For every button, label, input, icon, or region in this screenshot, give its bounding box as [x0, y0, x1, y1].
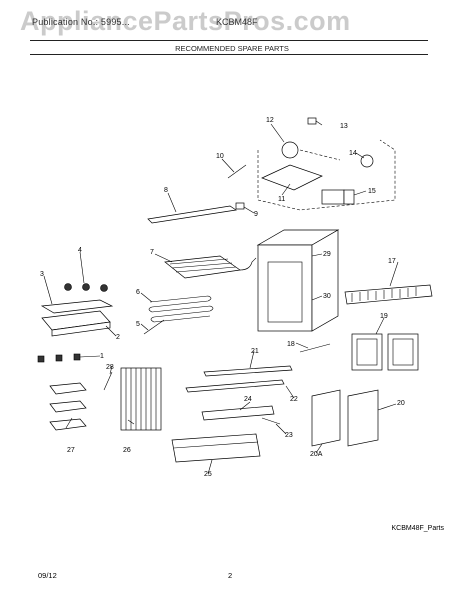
leader-lines [43, 120, 399, 475]
part-kickplate [171, 433, 261, 463]
part-rod [143, 319, 165, 335]
part-slat [103, 371, 113, 391]
callout-8: 8 [164, 187, 168, 194]
watermark: AppliancePartsPros.com [20, 6, 351, 36]
callout-29: 29 [323, 251, 331, 258]
subtitle-rule [30, 54, 428, 55]
page-subtitle: RECOMMENDED SPARE PARTS [175, 44, 289, 53]
callout-12: 12 [266, 117, 274, 124]
footer-date: 09/12 [38, 571, 57, 580]
part-condensing-base [261, 164, 323, 191]
callout-14: 14 [349, 150, 357, 157]
header-publication: Publication No.: 5995... [32, 17, 130, 27]
callout-13: 13 [340, 123, 348, 130]
part-drawer-rollers [64, 283, 108, 292]
callout-22: 22 [290, 396, 298, 403]
callout-19: 19 [380, 313, 388, 320]
part-grille [344, 284, 433, 305]
callout-21: 21 [251, 348, 259, 355]
part-leveling-legs [37, 353, 81, 363]
callout-11: 11 [278, 196, 285, 203]
callout-7: 7 [150, 249, 154, 256]
callout-5: 5 [136, 321, 140, 328]
part-control-box [321, 189, 355, 205]
refrigerant-line [257, 139, 396, 211]
callout-20a: 20A [310, 451, 323, 458]
callout-9: 9 [254, 211, 258, 218]
part-drawer-pan [41, 310, 111, 337]
callout-24: 24 [244, 396, 252, 403]
part-grid-panel [120, 367, 162, 431]
header-rule [30, 40, 428, 41]
callout-23: 23 [285, 432, 293, 439]
callout-4: 4 [78, 247, 82, 254]
part-cabinet-frame [256, 229, 340, 332]
part-door-gaskets [351, 333, 419, 371]
part-hinge-rod [299, 343, 331, 353]
header-model: KCBM48F [216, 17, 258, 27]
part-doors [311, 389, 379, 447]
callout-10: 10 [216, 153, 224, 160]
callout-15: 15 [368, 188, 376, 195]
part-front-rail [147, 205, 237, 224]
callout-17: 17 [388, 258, 396, 265]
callout-26: 26 [123, 447, 131, 454]
part-shelf-support [203, 365, 293, 377]
callout-18: 18 [287, 341, 295, 348]
part-shelf [201, 405, 275, 421]
part-compressor-relay [281, 117, 317, 159]
part-tube [227, 164, 247, 179]
part-heater-wire [148, 295, 214, 323]
part-hinge [235, 202, 245, 210]
callout-3: 3 [40, 271, 44, 278]
part-fan-motor [360, 154, 374, 168]
callout-27: 27 [67, 447, 75, 454]
part-drawer-tray [40, 299, 114, 314]
callout-25: 25 [204, 471, 212, 478]
footer-page-number: 2 [228, 571, 233, 580]
callout-2: 2 [116, 334, 120, 341]
callout-labels: 12 13 10 14 11 15 8 9 7 29 17 4 3 6 30 5… [40, 117, 405, 478]
callout-1: 1 [100, 353, 104, 360]
drawing-id: KCBM48F_Parts [391, 525, 444, 532]
part-support-bar [261, 417, 281, 425]
callout-28: 28 [106, 364, 114, 371]
part-shelf-racks [49, 382, 87, 431]
part-evaporator [164, 255, 257, 279]
callout-30: 30 [323, 293, 331, 300]
part-shelf-rail [185, 379, 285, 393]
callout-6: 6 [136, 289, 140, 296]
callout-20: 20 [397, 400, 405, 407]
